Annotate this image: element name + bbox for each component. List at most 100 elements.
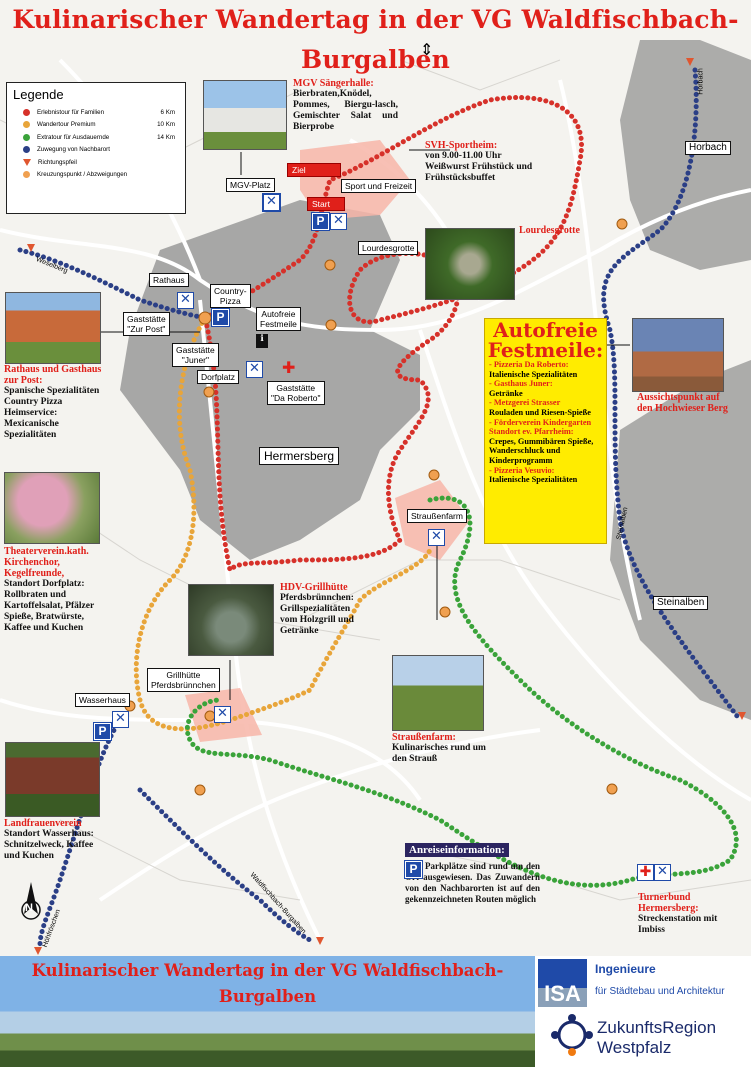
legend-label: Extratour für Ausdauernde xyxy=(37,133,110,141)
caption-landfrauen: Landfrauenverein Standort Wasserhaus: Sc… xyxy=(4,818,104,862)
photo-rathaus xyxy=(5,292,101,364)
direction-arrow-icon xyxy=(23,158,31,166)
legend-km: 6 Km xyxy=(160,108,175,116)
label-mgv-platz[interactable]: MGV-Platz xyxy=(226,178,275,192)
legend-label: Richtungspfeil xyxy=(38,158,77,166)
isa-line1: Ingenieure xyxy=(595,962,656,976)
legend-label: Wandertour Premium xyxy=(37,121,96,129)
photo-theaterverein xyxy=(4,472,100,544)
festmeile-entry-name: - Pizzeria Da Roberto: xyxy=(489,360,569,369)
label-autofreie-festmeile[interactable]: Autofreie Festmeile xyxy=(256,307,301,331)
festmeile-entry-desc: Getränke xyxy=(489,388,523,398)
caption-title: Rathaus und Gasthaus zur Post: xyxy=(4,364,102,386)
label-da-roberto[interactable]: Gaststätte "Da Roberto" xyxy=(267,381,325,405)
parking-icon: P xyxy=(211,308,230,327)
zukunft-line2: Westpfalz xyxy=(597,1038,672,1057)
label-sport-freizeit[interactable]: Sport und Freizeit xyxy=(341,179,417,193)
zukunftsregion-logo-icon xyxy=(549,1012,595,1058)
caption-rathaus: Rathaus und Gasthaus zur Post: Spanische… xyxy=(4,364,102,441)
label-steinalben[interactable]: Steinalben xyxy=(653,596,709,610)
parking-icon: P xyxy=(93,722,112,741)
label-zur-post[interactable]: Gaststätte "Zur Post" xyxy=(123,312,170,336)
label-lourdesgrotte-red: Lourdesgrotte xyxy=(519,225,580,236)
zukunft-line1: ZukunftsRegion xyxy=(597,1018,717,1037)
photo-straussenfarm xyxy=(392,655,484,731)
anreise-text: Parkplätze sind rund um den Ort ausgewie… xyxy=(405,861,540,904)
festmeile-entry-desc: Italienische Spezialitäten xyxy=(489,475,578,485)
festmeile-box: Autofreie Festmeile: - Pizzeria Da Rober… xyxy=(484,318,607,544)
station-x-icon: ✕ xyxy=(330,213,347,230)
town-horbach-area xyxy=(620,40,751,270)
legend-row: Richtungspfeil xyxy=(7,156,185,169)
caption-text: von 9.00-11.00 Uhr Weißwurst Frühstück u… xyxy=(425,151,533,183)
label-wasserhaus[interactable]: Wasserhaus xyxy=(75,693,130,707)
label-ziel[interactable]: Ziel xyxy=(287,163,341,177)
caption-title: HDV-Grillhütte xyxy=(280,582,348,593)
caption-svh: SVH-Sportheim: von 9.00-11.00 Uhr Weißwu… xyxy=(425,140,540,184)
vertical-resize-icon[interactable]: ⇕ xyxy=(420,40,434,59)
station-x-icon: ✕ xyxy=(654,864,671,881)
caption-text: Standort Dorfplatz: Rollbraten und Karto… xyxy=(4,579,95,633)
anreise-title: Anreiseinformation: xyxy=(405,843,509,857)
label-hermersberg[interactable]: Hermersberg xyxy=(259,447,340,465)
festmeile-entry-name: - Gasthaus Juner: xyxy=(489,379,553,389)
station-x-icon: ✕ xyxy=(177,292,194,309)
route-blue-access xyxy=(17,67,743,948)
compass-n-label: N xyxy=(25,902,33,914)
red-cross-icon: ✚ xyxy=(637,864,654,881)
caption-title: Landfrauenverein xyxy=(4,818,82,829)
caption-mgv: MGV Sängerhalle: Bierbraten,Knödel, Pomm… xyxy=(293,78,398,133)
festmeile-entry-desc: Italienische Spezialitäten xyxy=(489,369,578,379)
compass-svg xyxy=(21,882,41,920)
page-title: Kulinarischer Wandertag in der VG Waldfi… xyxy=(12,5,739,74)
label-straussenfarm[interactable]: Straußenfarm xyxy=(407,509,467,523)
legend-row: Erlebnistour für Familien 6 Km xyxy=(7,106,185,119)
town-hermersberg-area xyxy=(120,200,420,560)
legend-row: Kreuzungspunkt / Abzweigungen xyxy=(7,169,185,182)
caption-title: Theaterverein.kath. Kirchenchor, Kegelfr… xyxy=(4,546,89,579)
station-x-icon: ✕ xyxy=(428,529,445,546)
label-rathaus[interactable]: Rathaus xyxy=(149,273,189,287)
parking-icon: P xyxy=(311,212,330,231)
legend-heading: Legende xyxy=(13,87,64,102)
compass-icon: N xyxy=(16,880,46,932)
map-legend: Legende Erlebnistour für Familien 6 Km Wa… xyxy=(6,82,186,214)
caption-text: Bierbraten,Knödel, Pommes, Biergu-lasch,… xyxy=(293,89,398,132)
town-steinalben-area xyxy=(610,360,751,720)
label-horbach[interactable]: Horbach xyxy=(685,141,731,155)
caption-hdv: HDV-Grillhütte Pferdsbrünnchen: Grillspe… xyxy=(280,582,360,637)
legend-label: Kreuzungspunkt / Abzweigungen xyxy=(37,171,128,179)
caption-text: Standort Wasserhaus: Schnitzelweck, Kaff… xyxy=(4,829,94,861)
caption-title: SVH-Sportheim: xyxy=(425,140,498,151)
label-grillhuette[interactable]: Grillhütte Pferdsbrünnchen xyxy=(147,668,220,692)
label-lourdesgrotte[interactable]: Lourdesgrotte xyxy=(358,241,419,255)
route-orange-premium xyxy=(133,315,433,732)
label-country-pizza[interactable]: Country- Pizza xyxy=(210,284,251,308)
caption-title: MGV Sängerhalle: xyxy=(293,78,374,89)
caption-theater: Theaterverein.kath. Kirchenchor, Kegelfr… xyxy=(4,546,104,634)
station-x-icon: ✕ xyxy=(246,361,263,378)
legend-km: 10 Km xyxy=(157,121,175,129)
festmeile-entry-name: - Pizzeria Vesuvio: xyxy=(489,465,555,475)
station-x-icon: ✕ xyxy=(214,706,231,723)
caption-aussichtspunkt: Aussichtspunkt auf den Hochwieser Berg xyxy=(637,392,728,414)
legend-label: Zuwegung von Nachbarort xyxy=(37,146,110,154)
label-start[interactable]: Start xyxy=(307,197,345,211)
caption-text: Kulinarisches rund um den Strauß xyxy=(392,743,486,764)
photo-lourdesgrotte xyxy=(425,228,515,300)
legend-label: Erlebnistour für Familien xyxy=(37,108,105,116)
photo-landfrauen xyxy=(5,742,100,817)
orange-dot-icon xyxy=(23,121,30,129)
crossing-dot-icon xyxy=(23,171,30,179)
caption-strauss: Straußenfarm: Kulinarisches rund um den … xyxy=(392,732,492,765)
direction-arrows xyxy=(27,58,746,955)
festmeile-entry-desc: Crepes, Gummibären Spieße, Wanderschluck… xyxy=(489,436,594,465)
label-juner[interactable]: Gaststätte "Juner" xyxy=(172,343,219,367)
label-dorfplatz[interactable]: Dorfplatz xyxy=(197,370,240,384)
caption-title: Straußenfarm: xyxy=(392,732,456,743)
photo-aussichtspunkt xyxy=(632,318,724,392)
festmeile-entry-desc: Rouladen und Riesen-Spieße xyxy=(489,407,591,417)
footer-logos: ISA Ingenieure für Städtebau und Archite… xyxy=(535,956,751,1067)
legend-row: Wandertour Premium 10 Km xyxy=(7,119,185,132)
